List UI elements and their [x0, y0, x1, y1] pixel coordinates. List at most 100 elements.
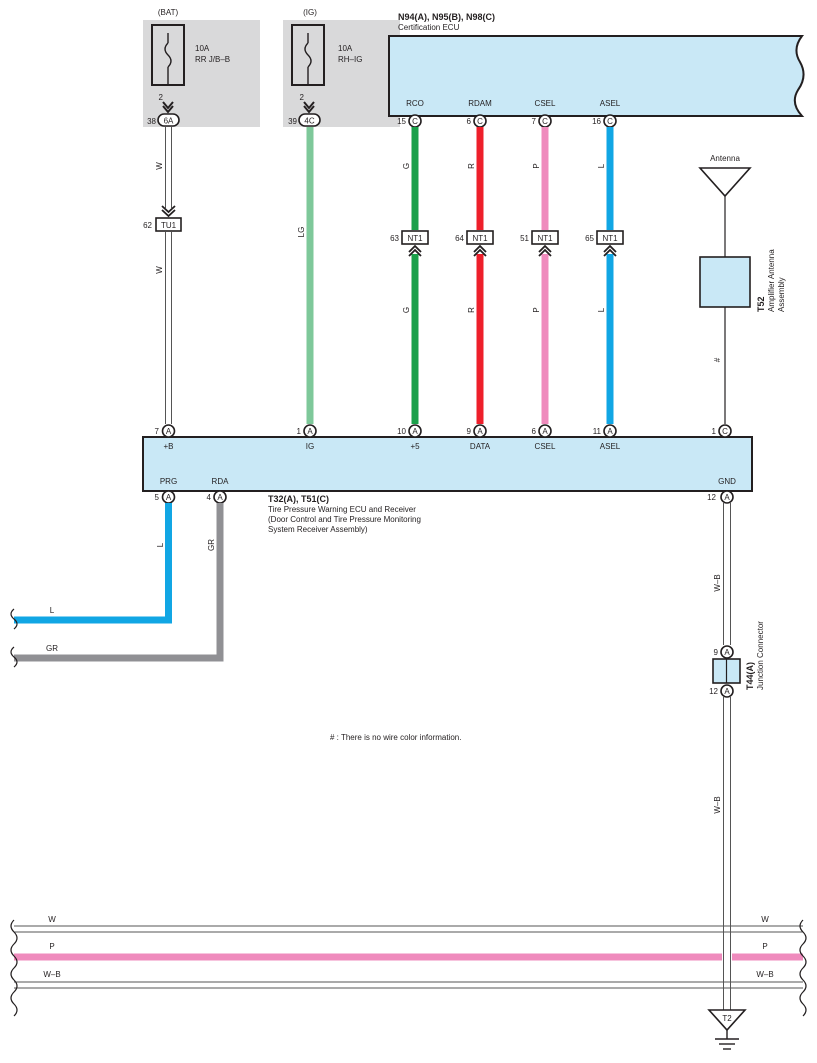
nt1-junction-g: 63 NT1 [390, 230, 429, 257]
cert-pin-asel-conn: C [607, 117, 613, 126]
bat-conn-number: 38 [147, 117, 156, 126]
cert-pin-csel-num: 7 [532, 117, 537, 126]
signal-p-upper-color: P [532, 163, 541, 168]
ig-connector-4c [298, 113, 321, 127]
signal-r-lower-color: R [467, 307, 476, 313]
receiver-pin-asel: 11 A ASEL [593, 424, 621, 451]
t44-bottom-conn: A [724, 687, 730, 696]
receiver-pin-rda: 4 A [207, 490, 227, 504]
nt1-l-arrow-icon [603, 244, 617, 257]
receiver-pin-csel-conn: A [542, 427, 548, 436]
cert-ecu-box [388, 35, 805, 117]
nt1-l-number: 65 [585, 234, 594, 243]
receiver-pin-csel-num: 6 [532, 427, 537, 436]
receiver-pin-plus-5-label: +5 [410, 442, 420, 451]
bottom-bus-p-left-label: P [49, 942, 54, 951]
receiver-pin-ig-label: IG [306, 442, 314, 451]
ig-fuse-area [283, 20, 400, 127]
rda-wire-color: GR [207, 539, 216, 551]
receiver-pin-data-conn: A [477, 427, 483, 436]
receiver-pin-prg-num: 5 [155, 493, 160, 502]
cert-pin-asel-num: 16 [592, 117, 601, 126]
signal-g-lower-color: G [402, 307, 411, 313]
wire-color-note: # : There is no wire color information. [330, 733, 461, 742]
bottom-bus-wb-left-label: W–B [43, 970, 60, 979]
receiver-pin-gnd-conn: A [724, 493, 730, 502]
receiver-pin-csel-label: CSEL [535, 442, 556, 451]
bat-fuse-name: RR J/B–B [195, 55, 230, 64]
cert-pin-rdam-conn: C [477, 117, 483, 126]
t44-id: T44(A) [745, 662, 755, 690]
bat-fuse-rating: 10A [195, 44, 210, 53]
nt1-g-number: 63 [390, 234, 399, 243]
bat-wire-w [165, 127, 172, 424]
gnd-wire-lower [723, 697, 731, 1010]
amplifier-antenna-box [699, 256, 751, 308]
bat-connector-6a [157, 113, 180, 127]
bottom-bus-p-right-label: P [762, 942, 767, 951]
cert-pin-rco-num: 15 [397, 117, 406, 126]
receiver-pin-plus-5: 10 A +5 [397, 424, 422, 451]
cert-pin-rco-conn: C [412, 117, 418, 126]
receiver-pin-data: 9 A DATA [467, 424, 491, 451]
left-bus-wire-l [14, 503, 172, 624]
receiver-pin-rda-conn: A [217, 493, 223, 502]
bottom-bus-wire-wb [14, 981, 803, 989]
cert-pin-rco: RCO 15 C [397, 99, 424, 128]
bottom-bus-w-left-label: W [48, 915, 56, 924]
ig-fuse-pin: 2 [300, 93, 305, 102]
ig-conn-number: 39 [288, 117, 297, 126]
ig-fuse-name: RH–IG [338, 55, 362, 64]
receiver-pin-prg: 5 A [155, 490, 176, 504]
left-bus-gr-label: GR [46, 644, 58, 653]
ig-fuse-icon [291, 24, 325, 86]
bottom-break-marks-icon [10, 919, 807, 1017]
ig-wire-color: LG [297, 227, 306, 238]
receiver-pin-gnd-num: 12 [707, 493, 716, 502]
receiver-pin-plus-b: 7 A +B [155, 424, 176, 451]
bat-fuse-pin: 2 [159, 93, 164, 102]
receiver-pin-antenna-num: 1 [712, 427, 717, 436]
cert-pin-rdam-num: 6 [467, 117, 472, 126]
bat-source-label: (BAT) [158, 8, 179, 17]
t44-top-number: 9 [714, 648, 719, 657]
ig-conn-label: 4C [304, 117, 314, 126]
junction-connector-t44: 9 A 12 A [709, 645, 741, 698]
receiver-pin-gnd: 12 A [707, 490, 734, 504]
bottom-bus-wb-right-label: W–B [756, 970, 773, 979]
nt1-r-arrow-icon [473, 244, 487, 257]
antenna-wire-color: # [713, 357, 722, 362]
ground-label: T2 [722, 1014, 732, 1023]
receiver-pin-prg-label: PRG [160, 477, 177, 486]
cert-ecu-id: N94(A), N95(B), N98(C) [398, 12, 495, 22]
receiver-id: T32(A), T51(C) [268, 494, 329, 504]
nt1-junction-p: 51 NT1 [520, 230, 559, 257]
cert-pin-rco-label: RCO [406, 99, 424, 108]
receiver-pin-gnd-label: GND [718, 477, 736, 486]
receiver-name-1: Tire Pressure Warning ECU and Receiver [268, 505, 416, 514]
nt1-l-label: NT1 [602, 234, 618, 243]
cert-ecu-name: Certification ECU [398, 23, 460, 32]
amplifier-antenna-id: T52 [756, 296, 766, 312]
bat-conn-label: 6A [164, 117, 174, 126]
receiver-pin-rda-label: RDA [212, 477, 230, 486]
receiver-pin-plus-b-label: +B [163, 442, 173, 451]
signal-r-upper-color: R [467, 163, 476, 169]
receiver-pin-csel: 6 A CSEL [532, 424, 556, 451]
gnd-wire-upper [723, 503, 731, 645]
bat-wire-upper-color: W [155, 162, 164, 170]
antenna-label: Antenna [710, 154, 740, 163]
tu1-arrow-icon [161, 205, 176, 218]
receiver-pin-plus-b-num: 7 [155, 427, 160, 436]
amplifier-antenna-name-1: Amplifier Antenna [767, 249, 776, 312]
receiver-pin-ig-conn: A [307, 427, 313, 436]
nt1-r-label: NT1 [472, 234, 488, 243]
receiver-pin-ig-num: 1 [297, 427, 302, 436]
signal-l-upper-color: L [597, 163, 606, 168]
bat-fuse-icon [151, 24, 185, 86]
bat-fuse-arrow-icon [162, 101, 174, 114]
tu1-junction [155, 217, 182, 232]
receiver-pin-prg-conn: A [166, 493, 172, 502]
t44-top-conn: A [724, 648, 730, 657]
